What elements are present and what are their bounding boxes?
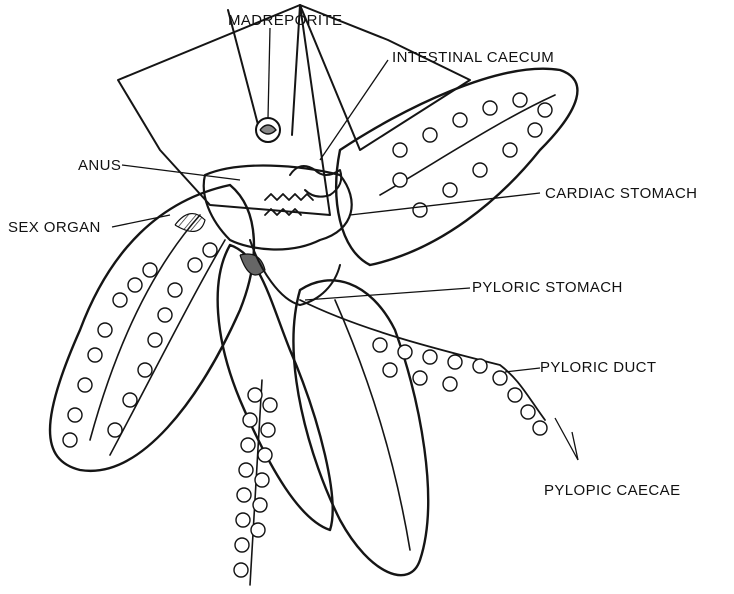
pyloric-caeca-chain-bottom bbox=[234, 380, 277, 585]
label-anus: ANUS bbox=[78, 157, 121, 174]
label-madreporite: MADREPORITE bbox=[228, 12, 342, 29]
pyloric-duct-branch bbox=[300, 300, 547, 435]
label-pyloric-caecae: PYLOPIC CAECAE bbox=[544, 482, 680, 499]
madreporite-plate bbox=[256, 118, 280, 142]
label-sex-organ: SEX ORGAN bbox=[8, 219, 101, 236]
body-wall bbox=[118, 5, 470, 215]
label-pyloric-duct: PYLORIC DUCT bbox=[540, 359, 656, 376]
right-upper-arm bbox=[336, 69, 577, 265]
label-pyloric-stomach: PYLORIC STOMACH bbox=[472, 279, 623, 296]
caecum-cluster-left bbox=[63, 243, 217, 447]
label-intestinal-caecum: INTESTINAL CAECUM bbox=[392, 49, 554, 66]
label-cardiac-stomach: CARDIAC STOMACH bbox=[545, 185, 697, 202]
